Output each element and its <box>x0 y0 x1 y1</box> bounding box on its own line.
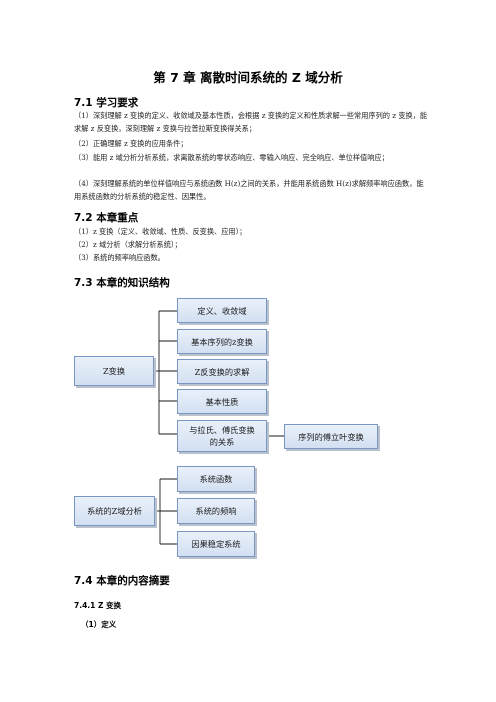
diagram-box-causal-stable: 因果稳定系统 <box>177 531 255 557</box>
requirement-4: （4）深刻理解系统的单位样值响应与系统函数 H(z)之间的关系，并能用系统函数 … <box>74 179 424 201</box>
diagram-box-inverse-z: Z反变换的求解 <box>177 359 267 384</box>
key-point-3: （3）系统的频率响应函数。 <box>74 253 165 262</box>
diagram-box-frequency-response: 系统的频响 <box>177 498 255 524</box>
subsubsection-heading-definition: （1）定义 <box>81 620 117 629</box>
chapter-title: 第 7 章 离散时间系统的 Z 域分析 <box>153 70 343 85</box>
requirement-2: （2）正确理解 z 变换的应用条件； <box>74 139 188 148</box>
diagram-box-sequence-fourier: 序列的傅立叶变换 <box>284 424 378 449</box>
relation-line-1: 与拉氏、傅氏变换 <box>189 425 255 435</box>
section-heading-content-summary: 7.4 本章的内容摘要 <box>74 575 170 587</box>
relation-line-2: 的关系 <box>209 437 235 447</box>
diagram-box-basic-sequences: 基本序列的z变换 <box>177 329 267 354</box>
section-heading-key-points: 7.2 本章重点 <box>74 212 139 224</box>
requirement-3: （3）能用 z 域分析分析系统，求离散系统的零状态响应、零输入响应、完全响应、单… <box>74 153 389 162</box>
requirement-1: （1）深刻理解 z 变换的定义、收敛域及基本性质，会根据 z 变换的定义和性质求… <box>74 111 428 133</box>
diagram-box-definition-roc: 定义、收敛域 <box>177 298 267 323</box>
diagram-box-system-function: 系统函数 <box>177 466 255 492</box>
section-heading-knowledge-structure: 7.3 本章的知识结构 <box>74 277 170 289</box>
section-heading-learning-requirements: 7.1 学习要求 <box>74 97 139 109</box>
diagram-box-properties: 基本性质 <box>177 389 267 414</box>
diagram-box-z-transform: Z变换 <box>74 356 154 386</box>
subsection-heading-z-transform: 7.4.1 Z 变换 <box>74 601 122 610</box>
key-point-1: （1）z 变换（定义、收敛域、性质、反变换、应用）； <box>74 227 247 236</box>
key-point-2: （2）z 域分析（求解分析系统）； <box>74 240 182 249</box>
diagram-box-relation: 与拉氏、傅氏变换 的关系 <box>177 420 267 452</box>
diagram-box-z-domain-analysis: 系统的Z域分析 <box>74 496 155 526</box>
